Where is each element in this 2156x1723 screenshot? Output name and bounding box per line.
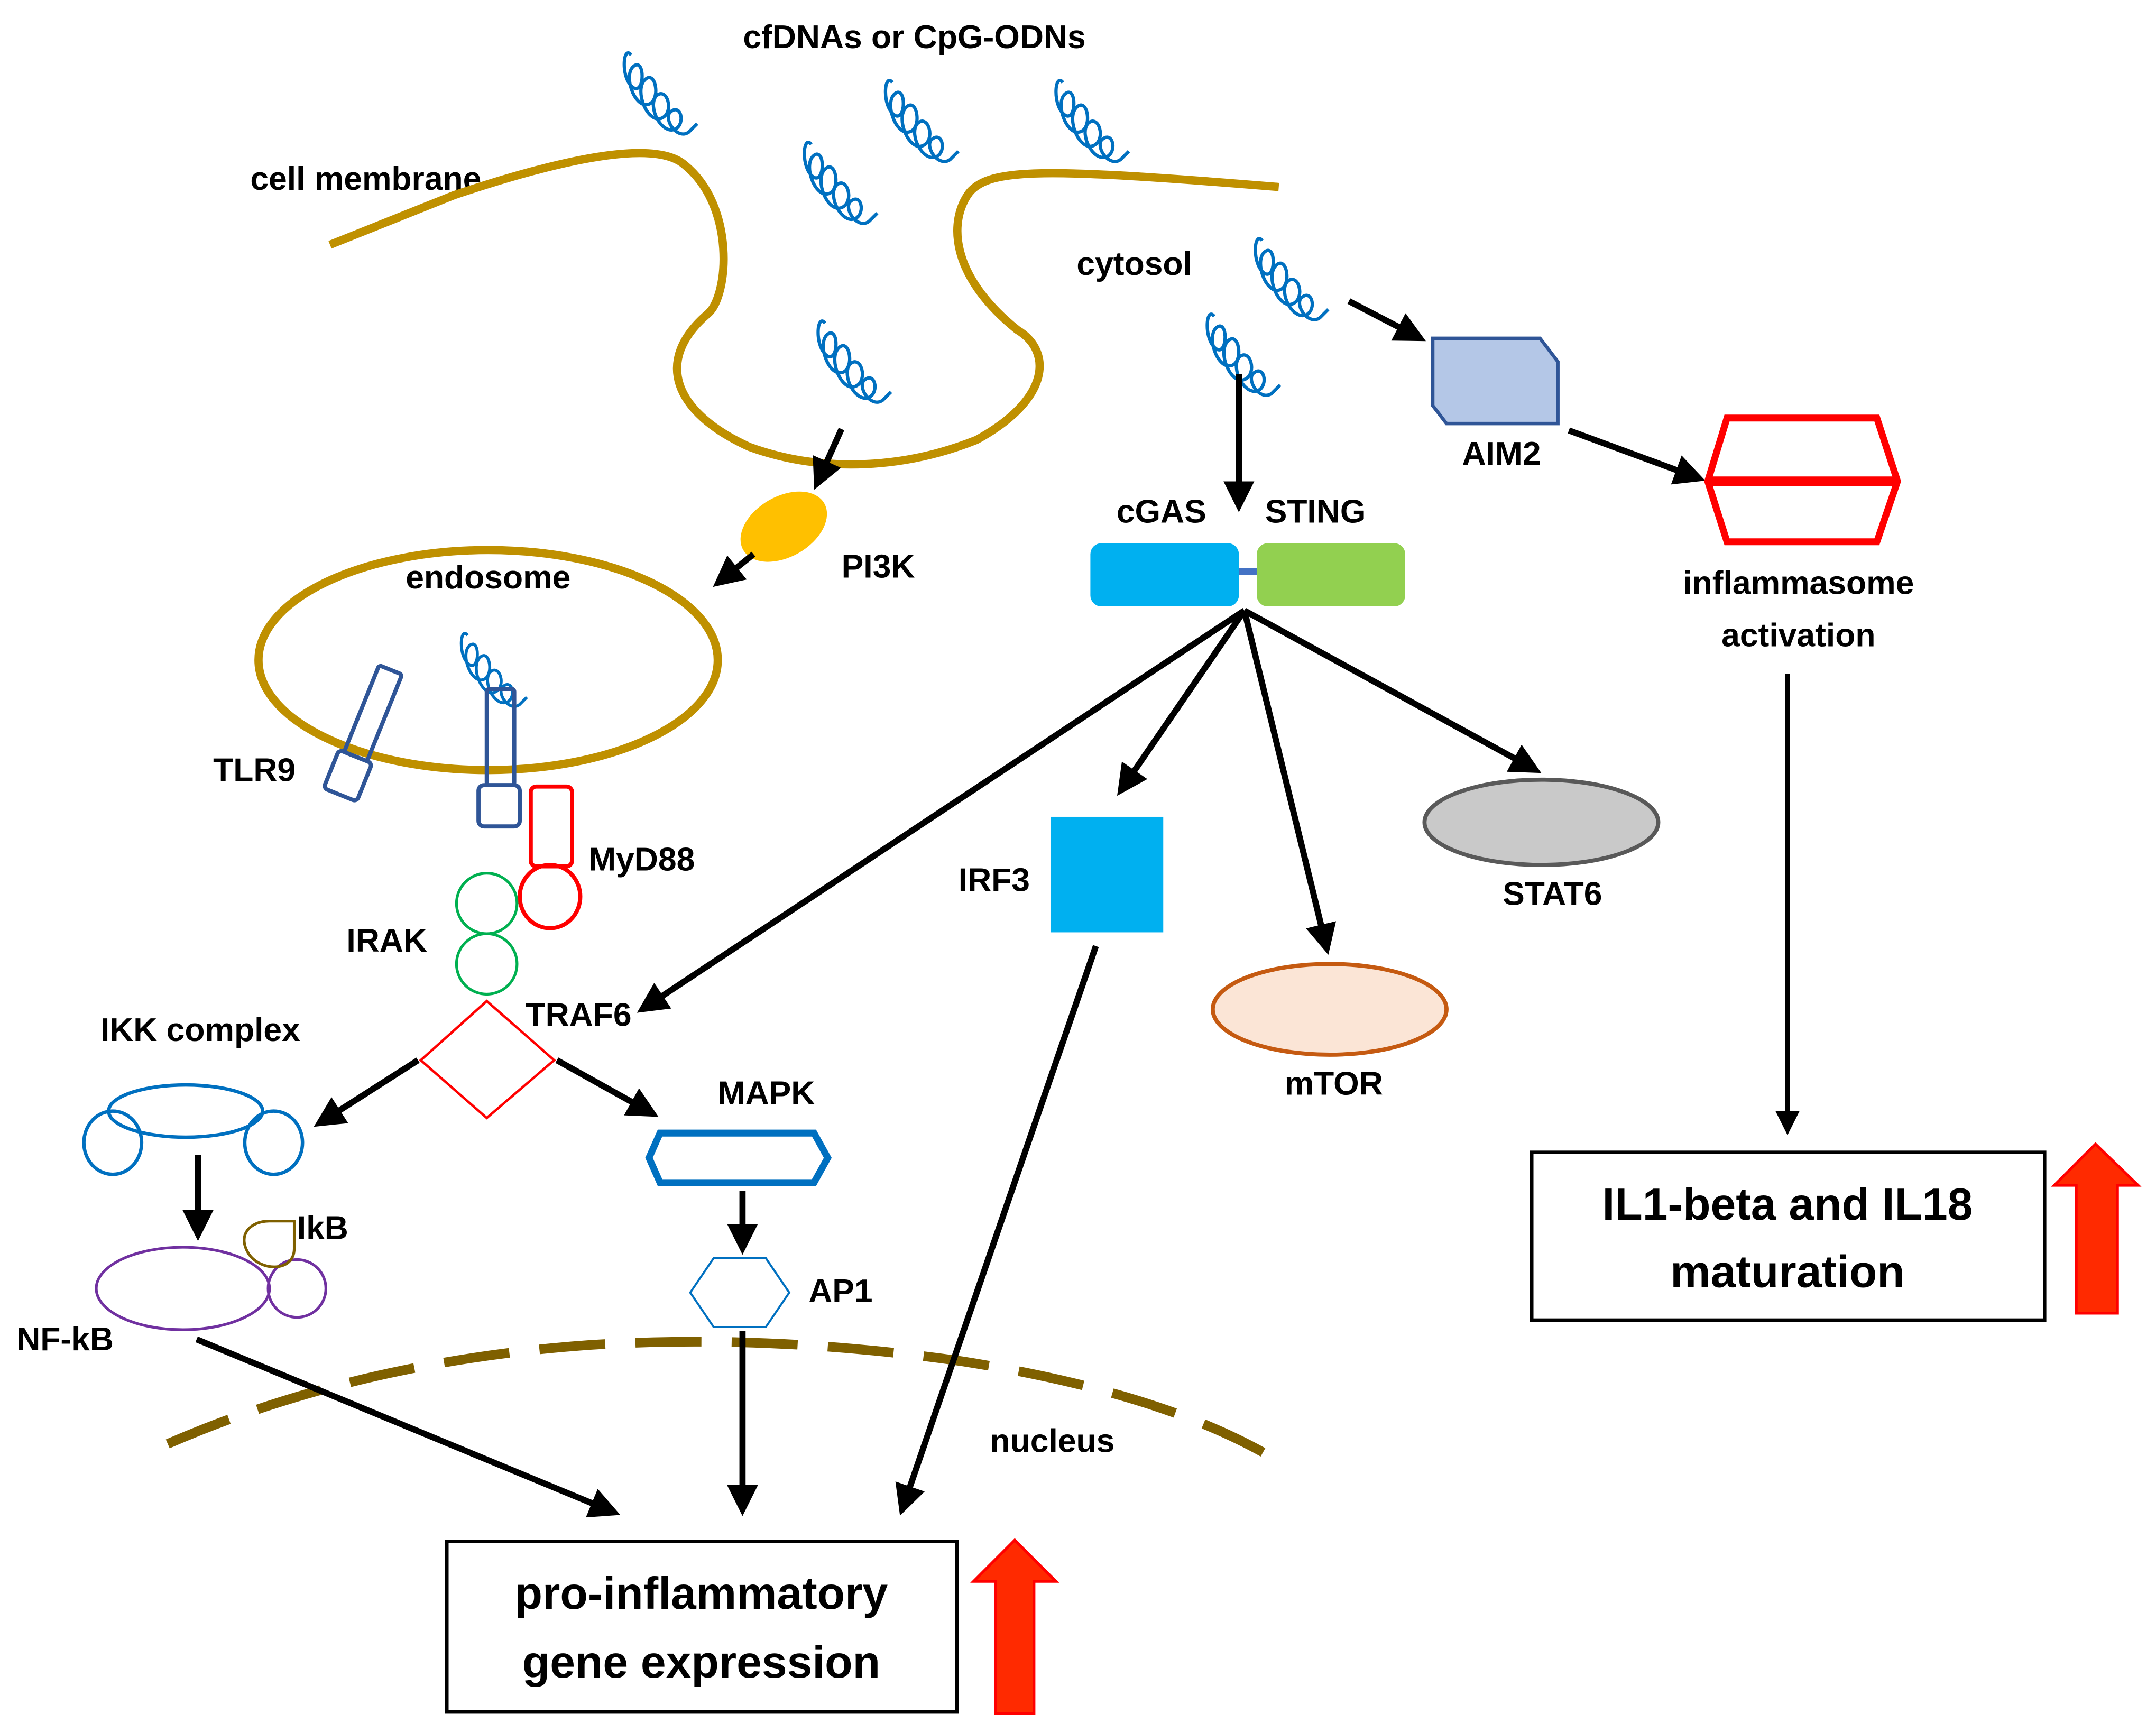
il-maturation-box (1530, 1150, 2047, 1322)
nucleus-label: nucleus (990, 1423, 1115, 1460)
ikb-node (243, 1220, 296, 1268)
ikb-label: IkB (297, 1209, 348, 1246)
cell-membrane (328, 149, 1279, 469)
irak-node (455, 872, 519, 935)
dna-helix-icon (624, 53, 697, 134)
myd88-node (528, 784, 574, 869)
inflammasome-label-line1: inflammasome (1683, 565, 1914, 602)
gene-expression-line1: pro-inflammatory (515, 1568, 888, 1619)
nfkb-label: NF-kB (16, 1321, 114, 1358)
dna-helix-icon (886, 80, 959, 161)
dna-helix-icon (462, 633, 527, 706)
irf3-node (1050, 816, 1164, 933)
mapk-label: MAPK (718, 1075, 815, 1112)
arrow-irf3-to-gene-expression (895, 945, 1099, 1516)
cytosol-label: cytosol (1076, 245, 1192, 282)
myd88-label: MyD88 (588, 841, 695, 878)
sting-label: STING (1265, 493, 1366, 530)
tlr9-label: TLR9 (213, 751, 296, 788)
irak-label: IRAK (346, 922, 427, 959)
nuclear-envelope (165, 1337, 1268, 1458)
cgas-node (1090, 543, 1239, 607)
ap1-node (689, 1257, 791, 1328)
irf3-label: IRF3 (959, 861, 1030, 898)
ikk-complex-label: IKK complex (100, 1011, 300, 1048)
tlr9-receptor (323, 664, 403, 803)
traf6-label: TRAF6 (525, 996, 631, 1033)
ikk-complex-node (82, 1083, 305, 1176)
pi3k-label: PI3K (842, 548, 915, 585)
arrow-sting-to-mtor (1241, 610, 1337, 955)
il-maturation-line2: maturation (1670, 1246, 1904, 1297)
arrow-aim2-to-inflammasome (1568, 427, 1706, 485)
upregulation-arrow-icon (2051, 1142, 2142, 1315)
aim2-label: AIM2 (1462, 435, 1541, 472)
mapk-node (645, 1129, 832, 1186)
cgas-label: cGAS (1117, 493, 1206, 530)
arrow-sting-to-stat6 (1242, 607, 1542, 773)
arrow-nfkb-to-gene-expression (195, 1336, 621, 1518)
nfkb-subunit (266, 1258, 327, 1319)
mtor-node (1210, 962, 1449, 1057)
traf6-node (419, 999, 556, 1120)
stat6-node (1422, 777, 1661, 867)
arrow-pi3k-to-endosome (713, 551, 755, 587)
dna-helix-icon (1207, 314, 1280, 395)
dna-helix-icon (1255, 238, 1328, 319)
myd88-death-domain (518, 863, 583, 930)
arrow-membrane-to-pi3k (813, 428, 845, 490)
aim2-node (1431, 336, 1560, 426)
irak-node (455, 932, 519, 996)
arrow-dna-to-aim2 (1347, 298, 1426, 342)
nfkb-node (95, 1246, 271, 1331)
endosome-label: endosome (406, 559, 570, 596)
pi3k-node (740, 491, 827, 562)
dna-helix-icon (818, 321, 891, 402)
dna-helix-icon (804, 142, 877, 223)
tlr9-tir-domain (476, 783, 522, 829)
ligand-label: cfDNAs or CpG-ODNs (743, 19, 1085, 56)
stat6-label: STAT6 (1503, 875, 1602, 912)
sting-node (1257, 543, 1405, 607)
arrow-sting-to-irf3 (1117, 609, 1247, 796)
ap1-label: AP1 (808, 1273, 872, 1310)
arrow-traf6-to-ikk (314, 1057, 420, 1127)
gene-expression-box (445, 1540, 959, 1714)
gene-expression-line2: gene expression (522, 1637, 880, 1688)
mtor-label: mTOR (1285, 1065, 1383, 1102)
arrow-traf6-to-mapk (555, 1057, 659, 1117)
il-maturation-line1: IL1-beta and IL18 (1602, 1179, 1973, 1230)
cell-membrane-label: cell membrane (250, 160, 481, 197)
inflammasome-node (1704, 414, 1901, 546)
upregulation-arrow-icon (970, 1538, 1059, 1715)
dna-helix-icon (1056, 80, 1129, 161)
cgas-sting-link (1239, 568, 1257, 575)
inflammasome-label-line2: activation (1721, 616, 1875, 653)
arrow-sting-to-traf6 (637, 607, 1246, 1013)
